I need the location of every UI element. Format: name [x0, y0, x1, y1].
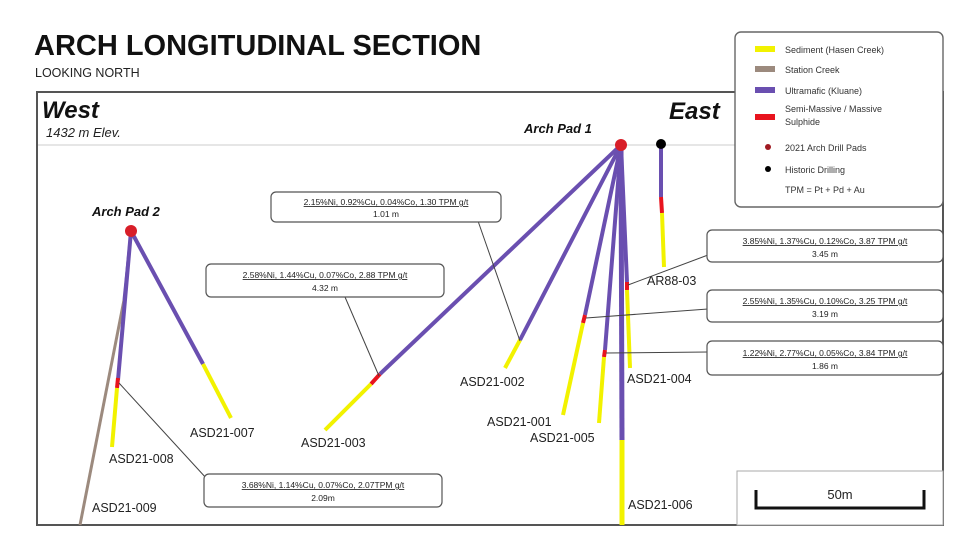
- hole-label-asd21-008: ASD21-008: [109, 452, 174, 466]
- arch-pad-2-label: Arch Pad 2: [91, 204, 161, 219]
- legend-swatch-sulphide: [755, 114, 775, 120]
- intercept-grade: 2.58%Ni, 1.44%Cu, 0.07%Co, 2.88 TPM g/t: [243, 270, 408, 280]
- hole-asd21-005-sediment: [597, 356, 606, 424]
- intercept-grade: 3.85%Ni, 1.37%Cu, 0.12%Co, 3.87 TPM g/t: [743, 236, 908, 246]
- intercept-callout: 2.55%Ni, 1.35%Cu, 0.10%Co, 3.25 TPM g/t …: [706, 289, 944, 323]
- elevation-label: 1432 m Elev.: [46, 125, 121, 140]
- hole-asd21-005-ultramafic: [603, 144, 623, 351]
- hole-label-asd21-009: ASD21-009: [92, 501, 157, 515]
- leader-line: [585, 308, 709, 319]
- intercept-callout: 3.85%Ni, 1.37%Cu, 0.12%Co, 3.87 TPM g/t …: [706, 229, 944, 263]
- intercept-grade: 2.55%Ni, 1.35%Cu, 0.10%Co, 3.25 TPM g/t: [743, 296, 908, 306]
- legend-label-continued: Sulphide: [785, 117, 820, 127]
- intercept-width: 3.19 m: [812, 309, 838, 319]
- leader-line: [605, 351, 709, 354]
- hole-label-ar88-03: AR88-03: [647, 274, 696, 288]
- legend-label: Sediment (Hasen Creek): [785, 45, 884, 55]
- legend-swatch-station-creek: [755, 66, 775, 72]
- intercept-grade: 3.68%Ni, 1.14%Cu, 0.07%Co, 2.07TPM g/t: [242, 480, 405, 490]
- hole-label-asd21-002: ASD21-002: [460, 375, 525, 389]
- leader-line: [627, 254, 709, 286]
- intercept-grade: 2.15%Ni, 0.92%Cu, 0.04%Co, 1.30 TPM g/t: [304, 197, 469, 207]
- legend-swatch-ultramafic: [755, 87, 775, 93]
- legend-label: Ultramafic (Kluane): [785, 86, 862, 96]
- hole-asd21-003-ultramafic: [378, 143, 623, 376]
- intercept-callout: 2.58%Ni, 1.44%Cu, 0.07%Co, 2.88 TPM g/t …: [205, 263, 445, 298]
- hole-label-asd21-006: ASD21-006: [628, 498, 693, 512]
- hole-asd21-008-ultramafic: [116, 230, 133, 381]
- hole-asd21-003-sediment: [323, 382, 373, 432]
- hole-asd21-006-ultramafic: [618, 144, 625, 441]
- intercept-callout: 2.15%Ni, 0.92%Cu, 0.04%Co, 1.30 TPM g/t …: [270, 191, 502, 223]
- drill-pad-icon: [765, 144, 771, 150]
- hole-ar88-03-sediment: [660, 212, 666, 268]
- page-title: ARCH LONGITUDINAL SECTION: [34, 30, 482, 62]
- legend-label: Historic Drilling: [785, 165, 845, 175]
- hole-asd21-002-sediment: [503, 339, 522, 369]
- scale-bar: 50m: [736, 470, 944, 526]
- intercept-width: 4.32 m: [312, 283, 338, 293]
- page-subtitle: LOOKING NORTH: [35, 66, 140, 80]
- hole-label-asd21-003: ASD21-003: [301, 436, 366, 450]
- hole-label-asd21-001: ASD21-001: [487, 415, 552, 429]
- arch-pad-1-marker: [615, 139, 627, 151]
- east-label: East: [669, 98, 721, 125]
- hole-asd21-008-sediment: [110, 387, 119, 448]
- hole-asd21-009-station-creek: [78, 299, 126, 526]
- leader-line: [118, 382, 208, 480]
- hole-label-asd21-005: ASD21-005: [530, 431, 595, 445]
- legend: Sediment (Hasen Creek) Station Creek Ult…: [734, 31, 944, 208]
- intercept-width: 3.45 m: [812, 249, 838, 259]
- legend-label: Semi-Massive / Massive: [785, 104, 882, 114]
- legend-note: TPM = Pt + Pd + Au: [785, 185, 865, 195]
- hole-asd21-007-sediment: [201, 363, 233, 419]
- intercept-callout: 1.22%Ni, 2.77%Cu, 0.05%Co, 3.84 TPM g/t …: [706, 340, 944, 376]
- hole-asd21-005-sulphide: [602, 349, 607, 358]
- arch-pad-1-label: Arch Pad 1: [523, 121, 592, 136]
- legend-swatch-sediment: [755, 46, 775, 52]
- hole-asd21-007-ultramafic: [129, 230, 205, 365]
- intercept-callout: 3.68%Ni, 1.14%Cu, 0.07%Co, 2.07TPM g/t 2…: [203, 473, 443, 508]
- west-label: West: [42, 97, 100, 124]
- arch-pad-2-marker: [125, 225, 137, 237]
- legend-label: 2021 Arch Drill Pads: [785, 143, 867, 153]
- leader-line: [344, 296, 380, 377]
- hole-asd21-001-sediment: [561, 322, 585, 416]
- legend-label: Station Creek: [785, 65, 840, 75]
- scale-label: 50m: [827, 487, 852, 502]
- hole-asd21-004-sediment: [625, 289, 632, 369]
- intercept-grade: 1.22%Ni, 2.77%Cu, 0.05%Co, 3.84 TPM g/t: [743, 348, 908, 358]
- intercept-width: 1.01 m: [373, 209, 399, 219]
- historic-drilling-icon: [765, 166, 771, 172]
- intercept-width: 1.86 m: [812, 361, 838, 371]
- hole-asd21-008-sulphide: [115, 377, 120, 389]
- hole-ar88-03-sulphide: [659, 196, 664, 214]
- hole-asd21-001-ultramafic: [583, 144, 623, 316]
- intercept-width: 2.09m: [311, 493, 335, 503]
- hole-label-asd21-007: ASD21-007: [190, 426, 255, 440]
- hole-asd21-001-sulphide: [581, 314, 587, 324]
- leader-line: [477, 220, 521, 342]
- hole-asd21-002-ultramafic: [518, 144, 623, 341]
- historic-hole-marker: [656, 139, 666, 149]
- hole-label-asd21-004: ASD21-004: [627, 372, 692, 386]
